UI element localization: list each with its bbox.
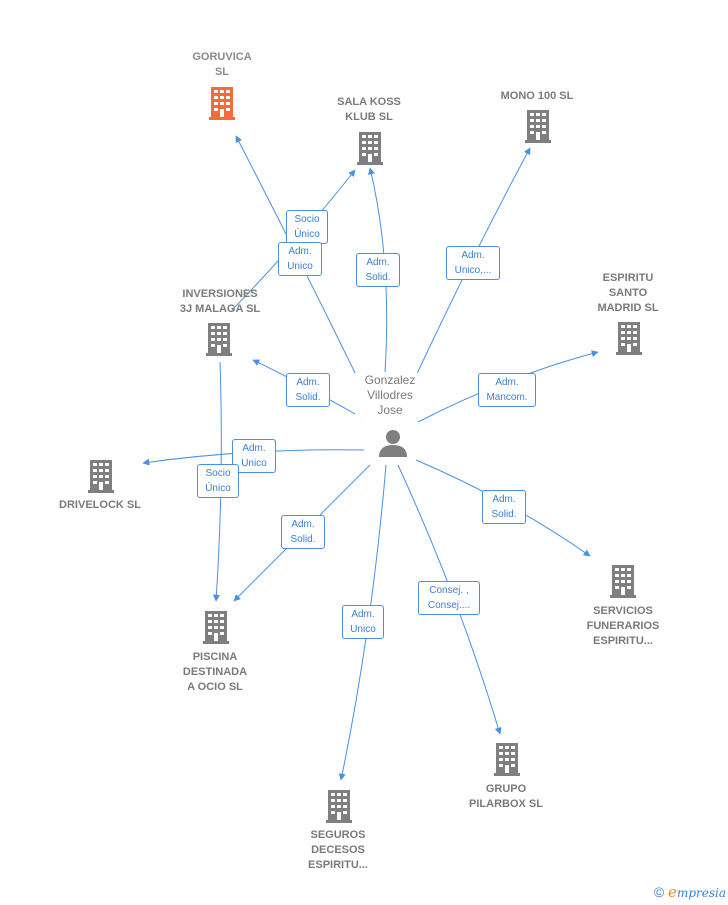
brand-logo-text: mpresia — [676, 886, 726, 900]
building-icon[interactable] — [203, 611, 229, 644]
node-label-espiritu-santo[interactable]: ESPIRITU SANTO MADRID SL — [597, 272, 659, 314]
edge-label[interactable]: Adm. Solid. — [286, 373, 330, 407]
edge-label[interactable]: Adm. Solid. — [356, 253, 400, 287]
copyright-icon: © — [653, 884, 665, 900]
edge-label[interactable]: Adm. Unico — [278, 242, 322, 276]
edge-label[interactable]: Adm. Unico — [232, 439, 276, 473]
node-label-drivelock[interactable]: DRIVELOCK SL — [59, 499, 141, 511]
edge-label[interactable]: Adm. Unico — [342, 605, 384, 639]
node-label-servicios[interactable]: SERVICIOS FUNERARIOS ESPIRITU... — [586, 605, 660, 647]
edge-label[interactable]: Socio Único — [286, 210, 328, 244]
building-icons — [88, 87, 642, 823]
building-icon[interactable] — [616, 322, 642, 355]
node-label-sala-koss[interactable]: SALA KOSS KLUB SL — [337, 96, 401, 123]
node-label-piscina[interactable]: PISCINA DESTINADA A OCIO SL — [182, 651, 248, 693]
edge-label[interactable]: Socio Único — [197, 464, 239, 498]
building-icon[interactable] — [326, 790, 352, 823]
building-icon[interactable] — [206, 323, 232, 356]
brand-logo-initial: e — [668, 883, 677, 901]
person-label[interactable]: Gonzalez Villodres Jose — [355, 373, 425, 418]
brand-footer[interactable]: © empresia — [654, 883, 726, 901]
node-label-seguros[interactable]: SEGUROS DECESOS ESPIRITU... — [308, 829, 368, 871]
node-label-goruvica[interactable]: GORUVICA SL — [192, 51, 252, 78]
node-label-mono100[interactable]: MONO 100 SL — [500, 90, 574, 102]
building-icon[interactable] — [357, 132, 383, 165]
building-icon[interactable] — [88, 460, 114, 493]
edge-label[interactable]: Consej. , Consej.... — [418, 581, 480, 615]
node-label-inversiones[interactable]: INVERSIONES 3J MALAGA SL — [179, 288, 261, 315]
building-icon[interactable] — [610, 565, 636, 598]
node-label-grupo[interactable]: GRUPO PILARBOX SL — [469, 783, 543, 810]
building-icon[interactable] — [209, 87, 235, 120]
building-icon[interactable] — [494, 743, 520, 776]
edge-label[interactable]: Adm. Unico,... — [446, 246, 500, 280]
edge-label[interactable]: Adm. Solid. — [281, 515, 325, 549]
person-icon[interactable] — [379, 430, 407, 457]
edge-label[interactable]: Adm. Solid. — [482, 490, 526, 524]
building-icon[interactable] — [525, 110, 551, 143]
edge-label[interactable]: Adm. Mancom. — [478, 373, 536, 407]
